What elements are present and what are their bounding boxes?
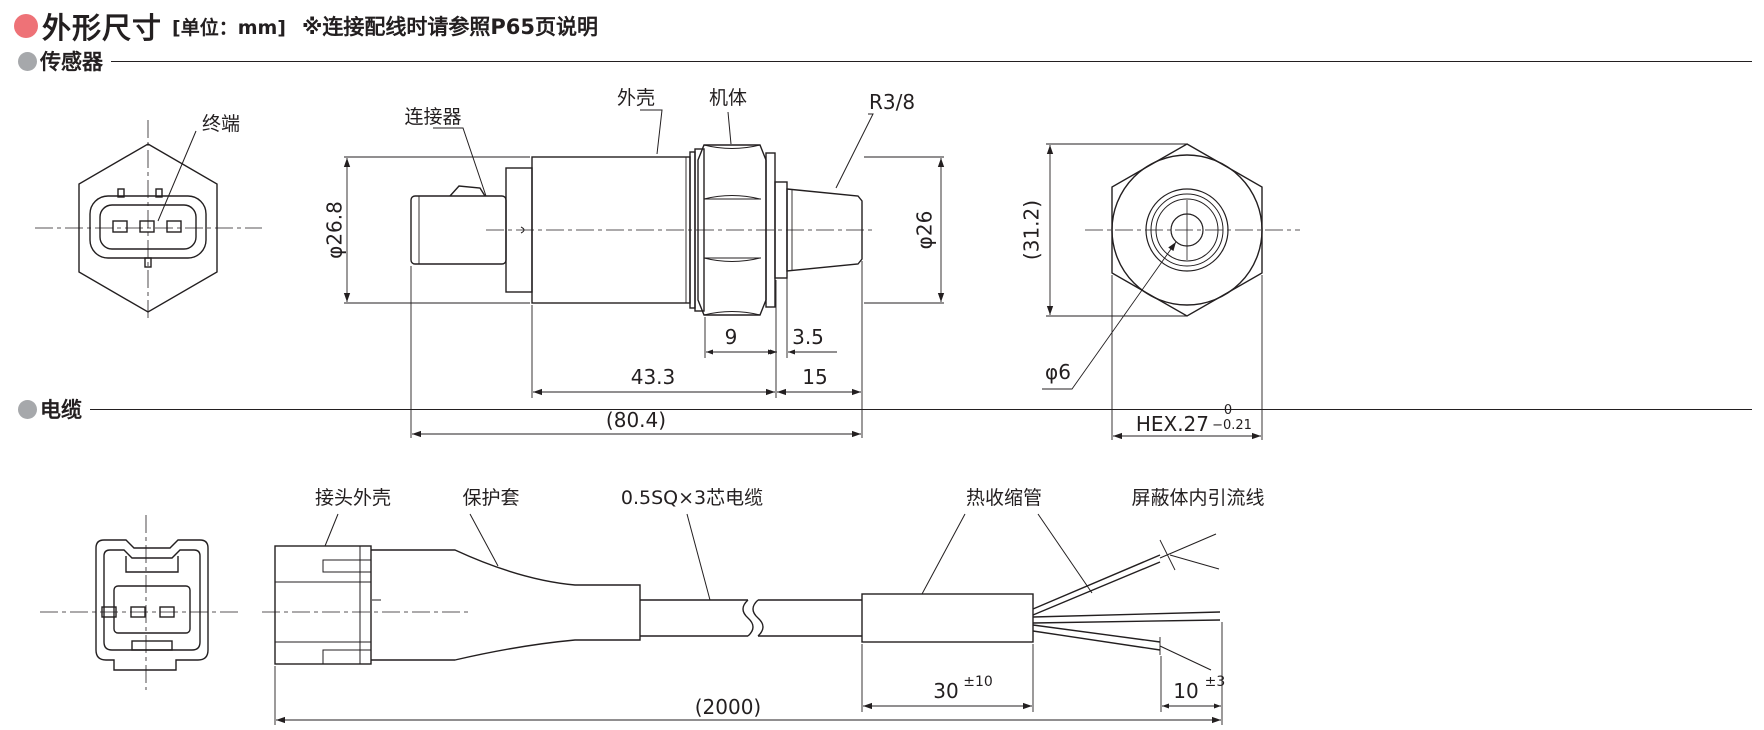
wire-1b xyxy=(1032,561,1161,616)
title-unit: [单位：mm] xyxy=(172,16,286,39)
leader-terminal xyxy=(157,130,197,222)
label-boot: 保护套 xyxy=(462,487,519,509)
title-bullet-icon xyxy=(14,14,38,38)
terminal-key-bottom xyxy=(144,257,152,268)
hex-chamfer-arcs xyxy=(703,144,761,316)
sensor-thread-end-view xyxy=(1085,143,1300,317)
leader-dia-6 xyxy=(1042,241,1177,390)
dim-text-dia-6: φ6 xyxy=(1045,360,1071,384)
leader-plug-shell xyxy=(324,513,339,547)
cable-dimensions xyxy=(274,622,1223,725)
dim-text-31-2: (31.2) xyxy=(1020,200,1044,260)
plug-bottom-tab xyxy=(131,640,173,651)
cable-leaders xyxy=(324,513,1093,601)
dim-text-hex-tol-upper: 0 xyxy=(1224,403,1232,418)
plug-latch-window xyxy=(125,556,179,573)
wire-2b xyxy=(1032,619,1221,624)
dim-text-10: 10 xyxy=(1173,679,1198,703)
title-note: ※连接配线时请参照P65页说明 xyxy=(301,15,599,39)
flange-mark xyxy=(520,226,525,234)
side-view-dimensions xyxy=(343,156,945,438)
section-sensor: 传感器 xyxy=(18,46,1752,76)
wire-2a xyxy=(1032,611,1221,618)
connector-latch xyxy=(449,185,486,197)
dim-text-30-tol: ±10 xyxy=(963,674,993,690)
label-terminal: 终端 xyxy=(202,113,240,135)
heat-shrink-tube xyxy=(861,593,1034,643)
leader-connector xyxy=(433,127,487,197)
dim-text-15: 15 xyxy=(802,365,827,389)
terminal-pin-2 xyxy=(139,220,155,233)
terminal-key-2 xyxy=(155,188,163,198)
wire-3-core xyxy=(1159,645,1212,671)
wire-1a xyxy=(1032,554,1161,610)
plug-inner-outline xyxy=(103,549,201,651)
plug-outer-outline xyxy=(95,539,209,671)
dim-text-30: 30 xyxy=(933,679,958,703)
section-cable-label: 电缆 xyxy=(40,398,82,422)
leader-drain-wire xyxy=(1037,513,1093,594)
dim-text-26: φ26 xyxy=(913,211,937,250)
label-plug-shell: 接头外壳 xyxy=(315,487,391,509)
end-view-dimensions xyxy=(1042,143,1263,440)
dim-text-80-4: (80.4) xyxy=(606,408,666,432)
outer-circle-right xyxy=(1111,154,1263,306)
cable-connector-front-view xyxy=(40,515,240,690)
cable-break-2 xyxy=(752,599,764,637)
plug-shell-tab-top xyxy=(322,559,372,573)
label-shell: 外壳 xyxy=(617,87,655,109)
title-text: 外形尺寸 xyxy=(42,11,163,45)
label-thread: R3/8 xyxy=(869,90,915,114)
section-cable: 电缆 xyxy=(18,394,1752,424)
boot-outline xyxy=(371,549,641,661)
side-view-leaders xyxy=(433,109,874,197)
label-cable-spec: 0.5SQ×3芯电缆 xyxy=(621,487,763,509)
thread-taper xyxy=(786,188,863,272)
label-body: 机体 xyxy=(709,87,747,109)
leader-thread xyxy=(835,113,874,189)
wire-1-strip-edge xyxy=(1159,539,1176,571)
cable-side-view xyxy=(262,533,1221,671)
sensor-side-view xyxy=(410,144,872,316)
page-title: 外形尺寸 [单位：mm] ※连接配线时请参照P65页说明 xyxy=(14,4,598,48)
label-heat-shrink: 热收缩管 xyxy=(966,487,1042,509)
plug-shell-tab-bottom xyxy=(322,649,372,665)
leader-cable-spec xyxy=(686,513,711,601)
leader-heat-shrink xyxy=(921,513,966,595)
section-sensor-rule xyxy=(111,60,1752,62)
terminal-key-1 xyxy=(117,188,125,198)
label-drain-wire: 屏蔽体内引流线 xyxy=(1131,487,1264,509)
dim-text-43-3: 43.3 xyxy=(631,365,676,389)
dim-text-3-5: 3.5 xyxy=(792,325,824,349)
cable-break-1 xyxy=(742,599,754,637)
dim-text-hex: HEX.27 xyxy=(1136,412,1209,436)
wire-1-core xyxy=(1159,533,1217,559)
dim-text-2000: (2000) xyxy=(695,695,762,719)
leader-boot xyxy=(469,513,499,567)
terminal-housing-inner xyxy=(99,204,197,250)
terminal-pin-1 xyxy=(112,220,128,233)
section-sensor-bullet-icon xyxy=(18,51,37,71)
leader-shell xyxy=(640,109,663,155)
dim-text-10-tol: ±3 xyxy=(1205,674,1226,690)
wire-3b xyxy=(1032,630,1161,651)
wire-3a xyxy=(1032,624,1161,643)
label-connector: 连接器 xyxy=(404,106,461,128)
dim-text-26-8: φ26.8 xyxy=(323,201,347,259)
dim-text-9: 9 xyxy=(725,325,738,349)
plug-socket xyxy=(113,585,191,634)
dim-text-hex-tol-lower: −0.21 xyxy=(1212,418,1252,433)
drain-wire xyxy=(1169,554,1220,570)
leader-body xyxy=(727,111,732,145)
terminal-pin-3 xyxy=(166,220,182,233)
section-sensor-label: 传感器 xyxy=(40,50,103,74)
sensor-connector-end-view xyxy=(35,120,262,322)
section-cable-bullet-icon xyxy=(18,399,37,419)
section-cable-rule xyxy=(90,408,1752,410)
